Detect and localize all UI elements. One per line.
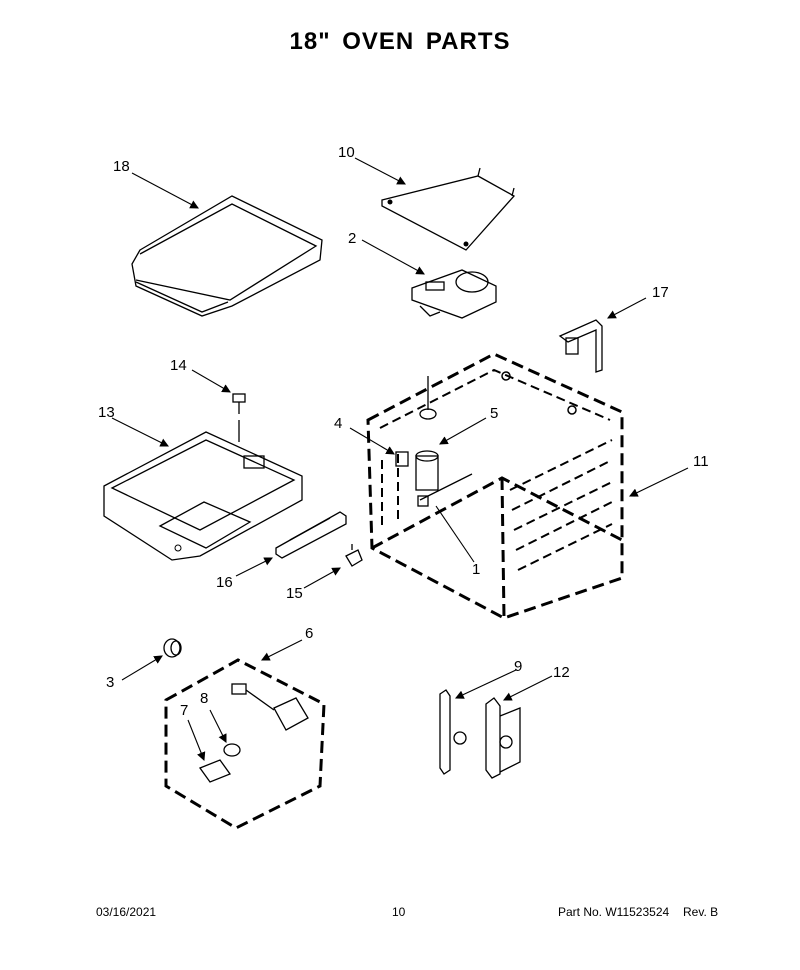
part-1-sensor-probe xyxy=(417,473,475,563)
leader-1 xyxy=(435,505,475,563)
leader-9 xyxy=(455,669,517,699)
callout-14: 14 xyxy=(170,357,187,374)
part-3-knob xyxy=(121,638,182,681)
part-9-hinge xyxy=(439,669,517,775)
callout-4: 4 xyxy=(334,415,343,432)
part-6-light-assembly xyxy=(164,639,326,830)
leader-4 xyxy=(349,427,395,455)
callout-5: 5 xyxy=(490,405,499,422)
callout-15: 15 xyxy=(286,585,303,602)
leader-3 xyxy=(121,655,163,681)
leader-6 xyxy=(261,639,303,661)
part-13-tray xyxy=(103,417,303,561)
footer-date: 03/16/2021 xyxy=(96,905,157,919)
callout-12: 12 xyxy=(553,664,570,681)
part-10-bracket xyxy=(354,157,516,251)
leader-17 xyxy=(607,297,647,319)
callout-6: 6 xyxy=(305,625,314,642)
leader-2 xyxy=(361,239,425,275)
part-11-oven-cavity xyxy=(366,352,689,620)
callout-16: 16 xyxy=(216,574,233,591)
page-title: 18" OVEN PARTS xyxy=(289,28,511,55)
leader-15 xyxy=(303,567,341,589)
part-5-housing xyxy=(415,417,487,491)
callout-13: 13 xyxy=(98,404,115,421)
leader-18 xyxy=(131,172,199,209)
part-17-tube xyxy=(558,297,647,373)
callout-9: 9 xyxy=(514,658,523,675)
leader-8 xyxy=(209,709,227,743)
callout-10: 10 xyxy=(338,144,355,161)
callout-17: 17 xyxy=(652,284,669,301)
leader-5 xyxy=(439,417,487,445)
callout-11: 11 xyxy=(693,453,709,470)
part-4-screw xyxy=(349,427,409,467)
part-16-control-board xyxy=(235,511,347,577)
part-12-hinge xyxy=(485,675,553,779)
callout-18: 18 xyxy=(113,158,130,175)
callout-2: 2 xyxy=(348,230,357,247)
leader-10 xyxy=(354,157,406,185)
part-7-lens xyxy=(187,719,232,783)
callout-8: 8 xyxy=(200,690,209,707)
leader-14 xyxy=(191,369,231,393)
part-18-baffle-sheet xyxy=(131,172,323,317)
callout-7: 7 xyxy=(180,702,189,719)
part-2-switch-assembly xyxy=(361,239,497,319)
part-8-bulb xyxy=(209,709,241,757)
footer-part-number: Part No. W11523524 xyxy=(558,905,670,919)
part-15-clip xyxy=(303,544,363,589)
callout-1: 1 xyxy=(472,561,481,578)
leader-11 xyxy=(629,467,689,497)
leader-7 xyxy=(187,719,206,762)
footer-page-number: 10 xyxy=(392,905,406,919)
callout-3: 3 xyxy=(106,674,115,691)
part-14-screw xyxy=(191,369,246,442)
footer-revision: Rev. B xyxy=(683,905,719,919)
leader-12 xyxy=(503,675,553,701)
leader-16 xyxy=(235,557,273,577)
leader-13 xyxy=(111,417,169,447)
